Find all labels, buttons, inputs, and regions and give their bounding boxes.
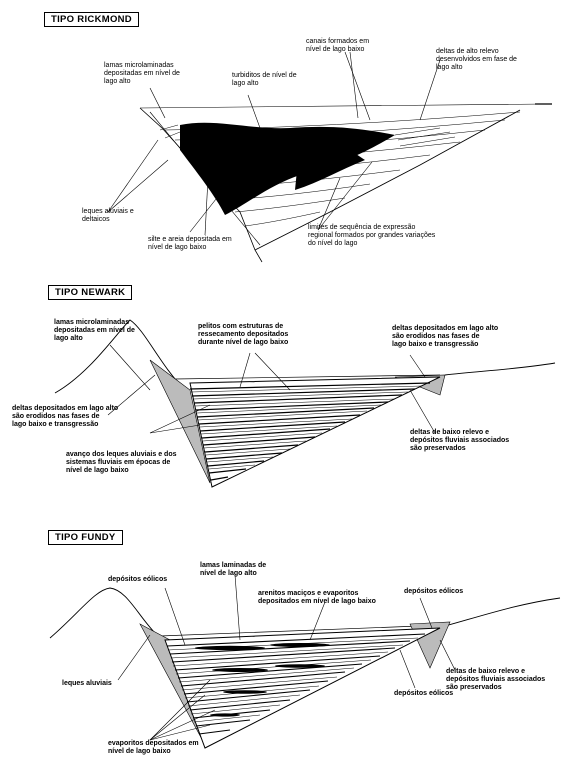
label-deltas-baixo-relevo: deltas de baixo relevo e depósitos fluvi…: [446, 668, 545, 693]
panel-title: TIPO RICKMOND: [44, 12, 139, 27]
label-evaporitos: evaporitos depositados em nível de lago …: [108, 740, 199, 756]
label-deltas-alto-relevo: deltas de alto relevo desenvolvidos em f…: [436, 48, 517, 73]
panel-rickmond: TIPO RICKMOND lamas microlaminadas depos…: [0, 0, 577, 265]
label-lamas-microlaminadas: lamas microlaminadas depositadas em níve…: [54, 319, 135, 344]
label-turbiditos: turbiditos de nível de lago alto: [232, 72, 297, 88]
panel-title: TIPO FUNDY: [48, 530, 123, 545]
label-canais: canais formados em nível de lago baixo: [306, 38, 369, 54]
label-limites-sequencia: limites de sequência de expressão region…: [308, 224, 435, 249]
label-depositos-eolicos-esquerda: depósitos eólicos: [108, 576, 167, 584]
label-leques-aluviais: leques aluviais e deltaicos: [82, 208, 134, 224]
newark-diagram: [0, 265, 577, 520]
label-lamas-laminadas: lamas laminadas de nível de lago alto: [200, 562, 266, 578]
label-deltas-baixo-relevo: deltas de baixo relevo e depósitos fluvi…: [410, 429, 509, 454]
label-deltas-erodidos-direita: deltas depositados em lago alto são erod…: [392, 325, 498, 350]
panel-title: TIPO NEWARK: [48, 285, 132, 300]
label-arenitos-macicos: arenitos maciços e evaporitos depositado…: [258, 590, 376, 606]
label-pelitos: pelitos com estruturas de ressecamento d…: [198, 323, 288, 348]
label-depositos-eolicos-inferior: depósitos eólicos: [394, 690, 453, 698]
label-lamas-microlaminadas: lamas microlaminadas depositadas em níve…: [104, 62, 180, 87]
label-avanco-leques: avanço dos leques aluviais e dos sistema…: [66, 451, 177, 476]
panel-newark: TIPO NEWARK lamas microlaminadas deposit…: [0, 265, 577, 520]
label-depositos-eolicos-direita: depósitos eólicos: [404, 588, 463, 596]
label-deltas-erodidos-esquerda: deltas depositados em lago alto são erod…: [12, 405, 118, 430]
label-silte-areia: silte e areia depositada em nível de lag…: [148, 236, 232, 252]
label-leques-aluviais: leques aluviais: [62, 680, 112, 688]
fundy-diagram: [0, 520, 577, 780]
panel-fundy: TIPO FUNDY lamas laminadas de nível de l…: [0, 520, 577, 780]
rickmond-diagram: [0, 0, 577, 265]
